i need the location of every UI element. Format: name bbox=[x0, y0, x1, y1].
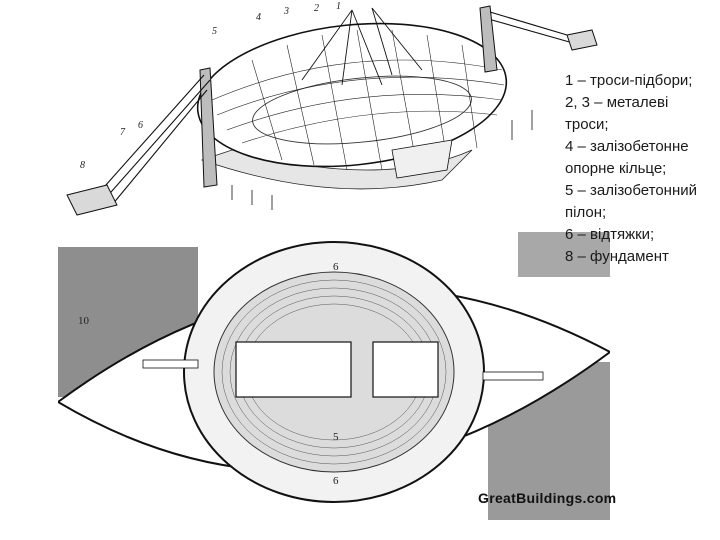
plan-right-entry bbox=[482, 371, 544, 381]
label-8: 8 bbox=[80, 160, 85, 171]
suspension-cables bbox=[301, 7, 423, 86]
label-6: 6 bbox=[138, 120, 143, 131]
legend-line: троси; bbox=[565, 116, 609, 133]
label-1: 1 bbox=[336, 1, 341, 12]
left-pylon bbox=[199, 67, 218, 188]
plan-secondary-area bbox=[372, 341, 439, 398]
support-arrows bbox=[231, 110, 533, 210]
roof-inner-opening bbox=[252, 75, 472, 145]
plan-label-left-zone: 10 bbox=[78, 315, 90, 327]
plan-label-bottom-upper: 5 bbox=[333, 431, 339, 443]
legend-line: 4 – залізобетонне bbox=[565, 138, 689, 155]
plan-label-bottom-lower: 6 bbox=[333, 475, 339, 487]
watermark: GreatBuildings.com bbox=[478, 490, 617, 506]
label-5: 5 bbox=[212, 26, 217, 37]
right-foundation bbox=[566, 29, 598, 51]
legend-line: 2, 3 – металеві bbox=[565, 94, 669, 111]
legend: 1 – троси-підбори; 2, 3 – металеві троси… bbox=[565, 70, 717, 268]
roof-ellipse bbox=[196, 22, 508, 168]
stadium-plan-drawing: 6 5 6 10 bbox=[58, 232, 610, 520]
legend-line: 1 – троси-підбори; bbox=[565, 72, 693, 89]
axonometric-roof-drawing: 1 2 3 4 5 6 7 8 bbox=[66, 1, 598, 216]
legend-line: опорне кільце; bbox=[565, 160, 667, 177]
label-3: 3 bbox=[283, 6, 289, 17]
legend-line: пілон; bbox=[565, 204, 607, 221]
legend-line: 8 – фундамент bbox=[565, 248, 669, 265]
cable-grid bbox=[211, 29, 505, 171]
plan-field bbox=[235, 341, 352, 398]
legend-line: 5 – залізобетонний bbox=[565, 182, 698, 199]
left-foundation bbox=[66, 184, 118, 216]
label-4: 4 bbox=[256, 12, 261, 23]
right-stay-cables bbox=[489, 11, 581, 46]
grandstand-right bbox=[391, 139, 453, 179]
plan-label-top: 6 bbox=[333, 261, 339, 273]
plan-left-entry bbox=[142, 359, 199, 369]
label-2: 2 bbox=[314, 3, 319, 14]
left-stay-cables bbox=[96, 74, 211, 206]
plan-terrain-top-right bbox=[518, 232, 610, 277]
label-7: 7 bbox=[120, 127, 126, 138]
legend-line: 6 – відтяжки; bbox=[565, 226, 655, 243]
right-pylon bbox=[479, 5, 498, 73]
